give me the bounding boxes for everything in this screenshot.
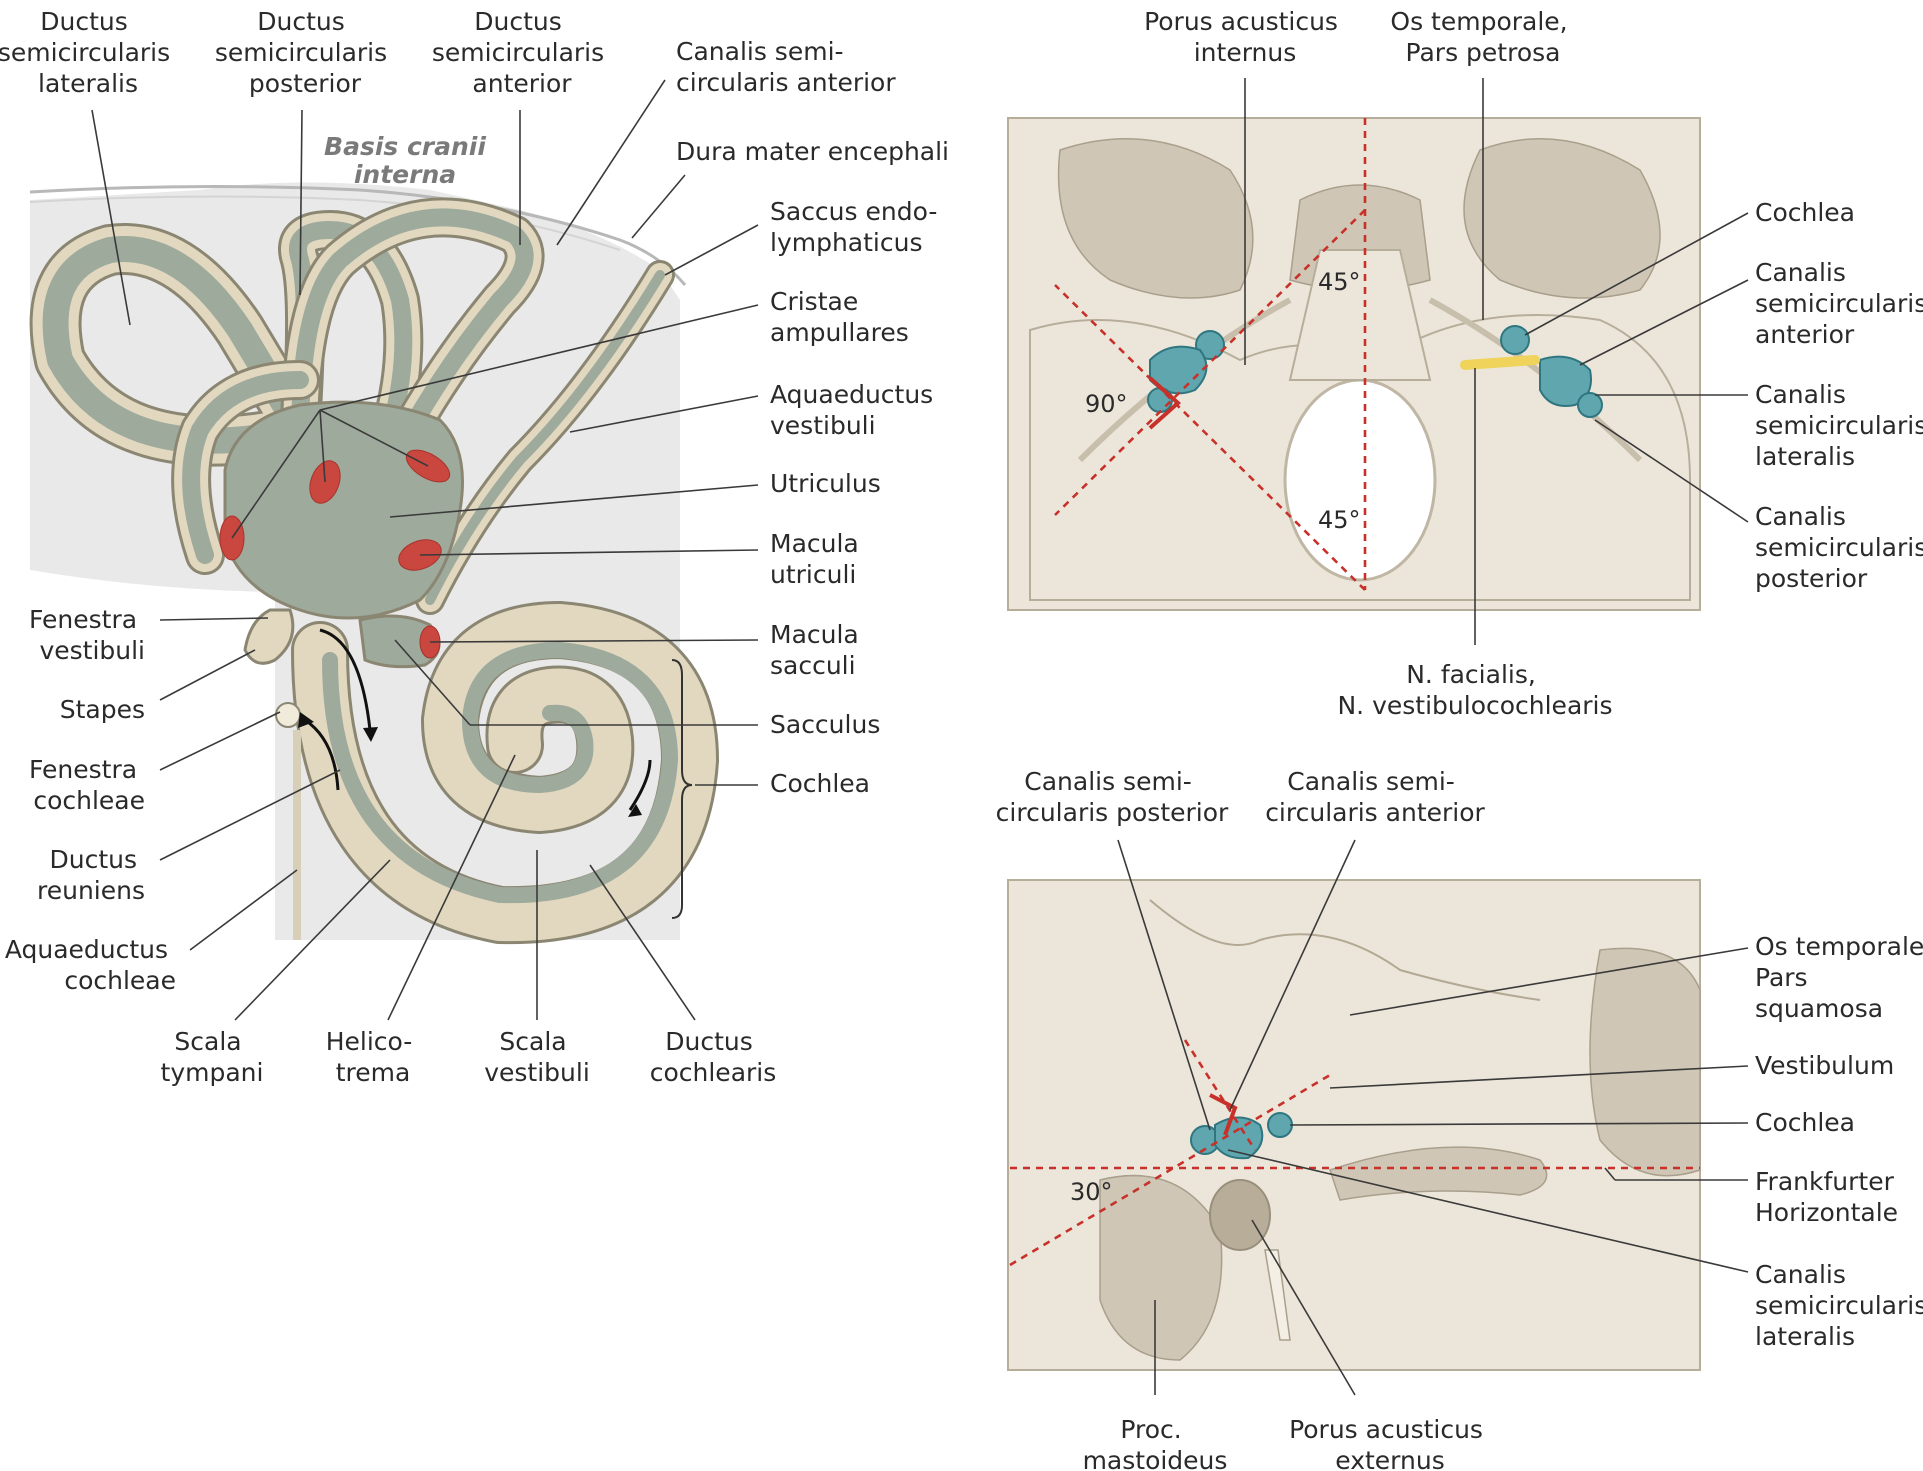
label-fenestra-vestibuli: Fenestra vestibuli bbox=[29, 605, 145, 665]
label-stapes: Stapes bbox=[60, 695, 145, 724]
top-right-leader-lines bbox=[1244, 78, 1749, 645]
label-cochlea-bottom: Cochlea bbox=[1755, 1108, 1855, 1137]
label-ductus-posterior: Ductus semicircularis posterior bbox=[215, 7, 395, 98]
utricle-body bbox=[223, 400, 464, 620]
label-dura-mater: Dura mater encephali bbox=[676, 137, 949, 166]
label-utriculus: Utriculus bbox=[770, 469, 881, 498]
angle-30: 30° bbox=[1070, 1178, 1113, 1206]
label-aquaeductus-cochleae: Aquaeductus cochleae bbox=[5, 935, 176, 995]
left-leader-lines bbox=[91, 79, 759, 1021]
bottom-right-leader-lines bbox=[1117, 839, 1749, 1396]
label-canalis-lateralis-bottom: Canalis semicircularis lateralis bbox=[1755, 1260, 1923, 1351]
label-macula-sacculi: Macula sacculi bbox=[770, 620, 867, 680]
label-helicotrema: Helico- trema bbox=[326, 1027, 421, 1087]
round-window bbox=[275, 702, 301, 728]
label-canalis-anterior-top: Canalis semicircularis anterior bbox=[1755, 258, 1923, 349]
label-ductus-lateralis: Ductus semicircularis lateralis bbox=[0, 7, 178, 98]
label-ductus-reuniens: Ductus reuniens bbox=[37, 845, 145, 905]
label-macula-utriculi: Macula utriculi bbox=[770, 529, 867, 589]
cochlea-spiral bbox=[243, 600, 720, 945]
cochlea-brace bbox=[671, 659, 693, 919]
label-ductus-anterior: Ductus semicircularis anterior bbox=[432, 7, 612, 98]
left-panel: Basis cranii interna bbox=[0, 7, 949, 1087]
label-vestibulum: Vestibulum bbox=[1755, 1051, 1894, 1080]
basis-cranii-label: Basis cranii bbox=[324, 132, 486, 161]
angle-90: 90° bbox=[1085, 390, 1128, 418]
label-canalis-lateralis-top: Canalis semicircularis lateralis bbox=[1755, 380, 1923, 471]
stapes-shape bbox=[243, 608, 295, 665]
label-os-squamosa: Os temporale, Pars squamosa bbox=[1755, 932, 1923, 1023]
label-canalis-anterior-bottom: Canalis semi- circularis anterior bbox=[1265, 767, 1485, 827]
bottom-right-panel: 30° Canalis semi- circularis posterior C… bbox=[996, 767, 1923, 1471]
label-scala-tympani: Scala tympani bbox=[161, 1027, 264, 1087]
label-cochlea-left: Cochlea bbox=[770, 769, 870, 798]
labyrinth-cast-right bbox=[1460, 325, 1603, 418]
label-canalis-posterior-bottom: Canalis semi- circularis posterior bbox=[996, 767, 1229, 827]
label-saccus: Saccus endo- lymphaticus bbox=[770, 197, 945, 257]
label-cristae: Cristae ampullares bbox=[770, 287, 909, 347]
svg-text:interna: interna bbox=[354, 160, 456, 189]
label-canalis-anterior-left: Canalis semi- circularis anterior bbox=[676, 37, 896, 97]
angle-45-top: 45° bbox=[1318, 268, 1361, 296]
label-fenestra-cochleae: Fenestra cochleae bbox=[29, 755, 145, 815]
left-labels: Ductus semicircularis lateralis Ductus s… bbox=[0, 7, 949, 1087]
label-scala-vestibuli: Scala vestibuli bbox=[484, 1027, 590, 1087]
label-porus-internus: Porus acusticus internus bbox=[1144, 7, 1346, 67]
top-right-panel: 45° 45° 90° Porus acusticus internus Os … bbox=[1007, 7, 1923, 720]
label-proc-mastoideus: Proc. mastoideus bbox=[1083, 1415, 1228, 1471]
label-canalis-posterior-top: Canalis semicircularis posterior bbox=[1755, 502, 1923, 593]
label-ductus-cochlearis: Ductus cochlearis bbox=[650, 1027, 777, 1087]
label-cochlea-top: Cochlea bbox=[1755, 198, 1855, 227]
label-frankfurter: Frankfurter Horizontale bbox=[1755, 1167, 1902, 1227]
foramen-magnum bbox=[1283, 378, 1437, 582]
angle-45-bottom: 45° bbox=[1318, 506, 1361, 534]
label-sacculus: Sacculus bbox=[770, 710, 880, 739]
angle-lines-bottom bbox=[1009, 1039, 1700, 1267]
label-aquaeductus-vestibuli: Aquaeductus vestibuli bbox=[770, 380, 941, 440]
semicircular-ducts bbox=[29, 197, 675, 615]
dura-mater-line bbox=[29, 184, 687, 286]
external-meatus bbox=[1209, 1179, 1271, 1251]
label-porus-externus: Porus acusticus externus bbox=[1289, 1415, 1491, 1471]
label-nervi: N. facialis, N. vestibulocochlearis bbox=[1337, 660, 1612, 720]
label-os-petrosa: Os temporale, Pars petrosa bbox=[1390, 7, 1575, 67]
angle-lines-top bbox=[1054, 118, 1367, 591]
